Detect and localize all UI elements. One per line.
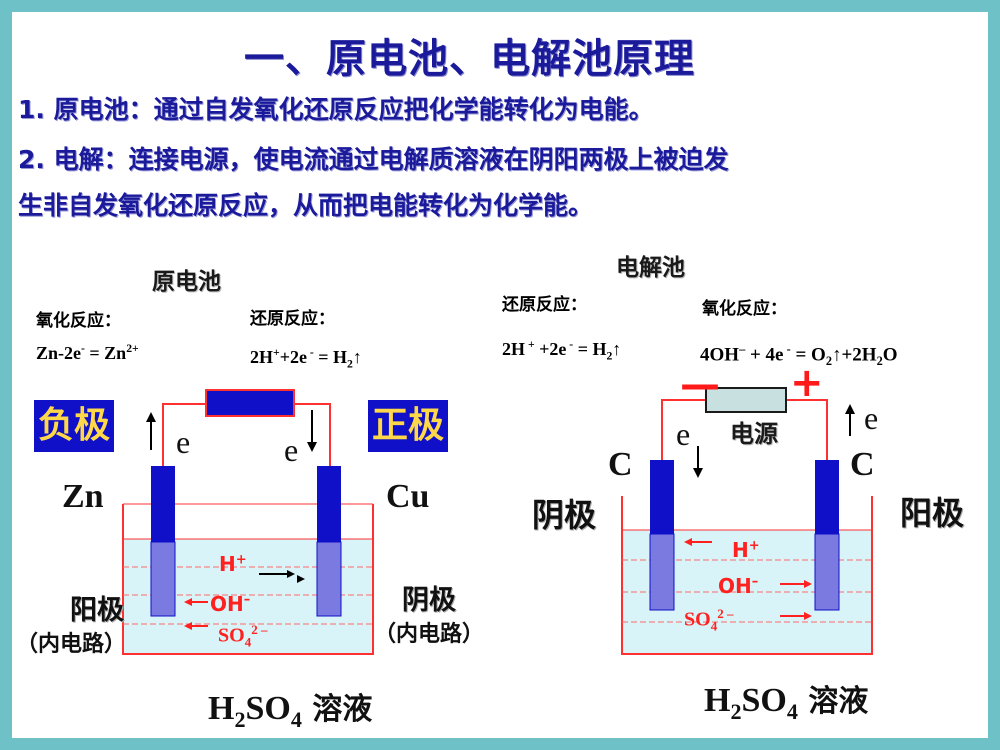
electron-label-left: e [176, 424, 191, 460]
electrolytic-red-equation: 2H + +2e - = H2↑ [502, 338, 622, 363]
zn-label: Zn [62, 478, 104, 515]
slide: 一、原电池、电解池原理 1. 原电池：通过自发氧化还原反应把化学能转化为电能。 … [12, 12, 988, 738]
positive-pole-label: 正极 [368, 400, 449, 452]
electrolytic-beaker [621, 496, 873, 655]
cu-electrode [317, 466, 341, 542]
galvanic-load [205, 389, 295, 417]
carbon-cathode-label: C [608, 446, 633, 483]
diagram-graphics [122, 387, 873, 655]
electrolytic-ion-so4: SO42 – [684, 606, 734, 634]
galvanic-ion-h: H+ [219, 552, 247, 576]
page-title: 一、原电池、电解池原理 [244, 36, 695, 82]
power-source [705, 387, 787, 413]
electrolytic-ion-oh: OH– [718, 574, 759, 598]
galvanic-ion-oh: OH– [210, 592, 251, 616]
electrolytic-wire-left [661, 399, 706, 460]
c-anode-electrode [815, 460, 839, 534]
galvanic-red-equation: 2H++2e - = H2↑ [250, 346, 362, 371]
point-1: 1. 原电池：通过自发氧化还原反应把化学能转化为电能。 [18, 95, 654, 124]
point-2-line-1: 2. 电解：连接电源，使电流通过电解质溶液在阴阳两极上被迫发 [18, 145, 729, 174]
electrolytic-ion-h: H+ [732, 538, 760, 562]
galvanic-red-label: 还原反应： [250, 309, 335, 329]
point-2-line-2: 生非自发氧化还原反应，从而把电能转化为化学能。 [18, 191, 594, 220]
galvanic-wire-right [294, 403, 331, 466]
electrolytic-red-label: 还原反应： [502, 295, 587, 315]
anode-inner-label: 阳极 [70, 595, 124, 626]
c-cathode-electrode [650, 460, 674, 534]
carbon-anode-label: C [850, 446, 875, 483]
positive-terminal: + [790, 360, 824, 406]
electrolytic-wire-right [786, 399, 828, 460]
anode-inner-circuit: （内电路） [16, 632, 127, 657]
galvanic-heading: 原电池 [152, 269, 221, 295]
galvanic-solution-label: H2SO4 溶液 [208, 690, 373, 732]
electron-label-right: e [284, 432, 299, 468]
electron-label-cathode: e [676, 416, 691, 452]
galvanic-ox-label: 氧化反应： [36, 311, 121, 331]
zn-electrode [151, 466, 175, 542]
negative-terminal: — [680, 362, 720, 408]
electrolytic-ox-equation: 4OH– + 4e - = O2↑+2H2O [700, 342, 898, 369]
galvanic-beaker [122, 504, 374, 655]
cu-label: Cu [386, 478, 430, 515]
cathode-label: 阴极 [532, 496, 597, 534]
galvanic-ox-equation: Zn-2e- = Zn2+ [36, 342, 139, 363]
cathode-inner-label: 阴极 [402, 585, 456, 616]
electrolytic-solution-label: H2SO4 溶液 [704, 682, 869, 724]
galvanic-wire-left [162, 403, 206, 466]
electron-label-anode: e [864, 400, 879, 436]
anode-label: 阳极 [900, 494, 965, 532]
electrolytic-ox-label: 氧化反应： [702, 299, 787, 319]
negative-pole-label: 负极 [34, 400, 115, 452]
electrolytic-heading: 电解池 [616, 255, 685, 281]
cathode-inner-circuit: （内电路） [374, 622, 485, 647]
galvanic-ion-so4: SO42 – [218, 622, 268, 650]
power-source-label: 电源 [730, 420, 778, 448]
